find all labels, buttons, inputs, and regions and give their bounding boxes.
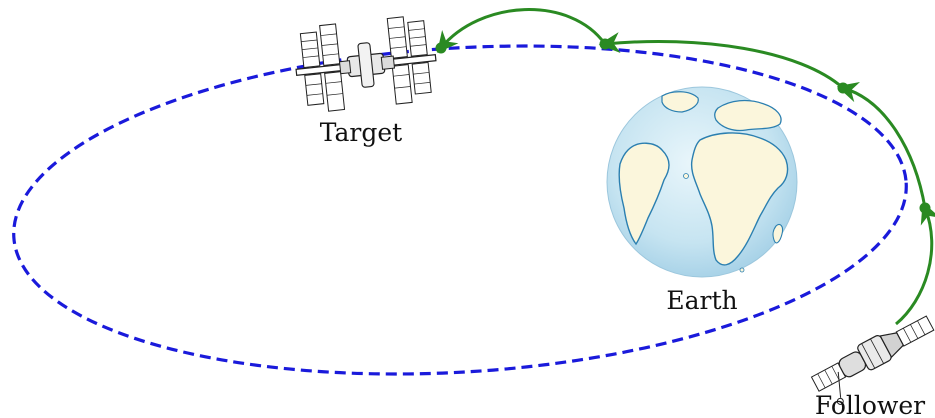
follower-label: Follower (815, 391, 925, 418)
trajectory-point (919, 202, 931, 214)
south-america-landmass (618, 142, 670, 246)
trajectory-arc-3 (836, 81, 927, 209)
greenland-landmass (661, 91, 699, 113)
target-label: Target (320, 118, 402, 147)
trajectory-point (435, 42, 447, 54)
follower-trajectory (435, 8, 935, 326)
trajectory-arc-2 (598, 32, 844, 90)
trajectory-point (837, 82, 849, 94)
space-station-icon (295, 16, 437, 112)
africa-landmass (690, 132, 789, 266)
trajectory-point (599, 38, 611, 50)
europe-landmass (714, 99, 782, 132)
earth-label: Earth (666, 286, 737, 315)
madagascar-landmass (772, 223, 784, 244)
earth-globe-icon (606, 86, 798, 278)
trajectory-arc-4 (895, 202, 935, 326)
trajectory-arc-1 (437, 8, 607, 53)
spacecraft-icon (810, 315, 935, 405)
